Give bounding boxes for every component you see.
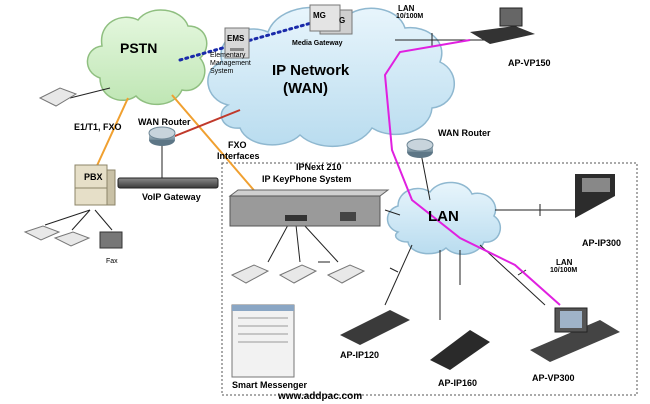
lan-cloud-label: LAN bbox=[428, 208, 459, 225]
pbx-label: PBX bbox=[84, 172, 103, 182]
media-gateway-label: Media Gateway bbox=[292, 40, 343, 47]
pstn-label: PSTN bbox=[120, 40, 158, 56]
enterprise-boundary bbox=[221, 162, 638, 396]
e1t1-fxo-label: E1/T1, FXO bbox=[74, 122, 122, 132]
lan-cloud bbox=[386, 181, 502, 255]
media-gateway-server bbox=[309, 4, 353, 35]
mg-label: MG bbox=[313, 11, 326, 20]
fax-device bbox=[99, 231, 123, 249]
link-pstn-mg-signaling bbox=[178, 20, 317, 62]
link-pstn-pbx bbox=[94, 97, 129, 171]
link-video-call bbox=[383, 39, 561, 306]
pstn-cloud bbox=[86, 9, 208, 105]
ems-label: EMS bbox=[227, 34, 245, 43]
website-footer: www.addpac.com bbox=[278, 391, 363, 402]
wan-router-right-device bbox=[406, 138, 434, 158]
ems-server bbox=[224, 27, 250, 59]
mg-back-label: G bbox=[339, 16, 346, 25]
ems-description: Elementary Management System bbox=[210, 52, 251, 75]
link-router-wan bbox=[164, 109, 241, 141]
ipnext-model-label: IPNext 210 bbox=[296, 162, 342, 172]
wan-router-left-label: WAN Router bbox=[138, 117, 191, 127]
lan-bottom-speed: 10/100M bbox=[550, 267, 578, 274]
ip-network-label: IP Network bbox=[272, 62, 350, 79]
lan-top-speed: 10/100M bbox=[396, 13, 424, 20]
wiring bbox=[44, 33, 575, 320]
ap-ip120-label: AP-IP120 bbox=[340, 350, 380, 360]
voip-gateway-device bbox=[117, 177, 219, 189]
ipnext-system-label: IP KeyPhone System bbox=[262, 174, 352, 184]
lan-top-label: LAN bbox=[398, 4, 415, 13]
wan-label: (WAN) bbox=[283, 80, 328, 97]
wan-router-right-label: WAN Router bbox=[438, 128, 491, 138]
fax-label: Fax bbox=[106, 258, 118, 265]
smart-messenger-window bbox=[231, 304, 295, 378]
ap-vp150-label: AP-VP150 bbox=[508, 58, 551, 68]
pbx-cabinet bbox=[74, 164, 116, 206]
wan-router-left-device bbox=[148, 126, 176, 146]
lan-bottom-label: LAN bbox=[556, 258, 573, 267]
analog-phones bbox=[23, 87, 366, 284]
ap-ip300-label: AP-IP300 bbox=[582, 238, 622, 248]
link-pstn-ipnext bbox=[171, 94, 259, 196]
smart-messenger-label: Smart Messenger bbox=[232, 380, 308, 390]
fxo-label: FXO bbox=[228, 140, 247, 150]
fxo-interfaces-label: Interfaces bbox=[217, 151, 260, 161]
voip-gateway-label: VoIP Gateway bbox=[142, 192, 201, 202]
ipnext-chassis bbox=[228, 189, 390, 227]
ap-vp300-label: AP-VP300 bbox=[532, 373, 575, 383]
ip-phones bbox=[340, 7, 620, 370]
ap-ip160-label: AP-IP160 bbox=[438, 378, 478, 388]
